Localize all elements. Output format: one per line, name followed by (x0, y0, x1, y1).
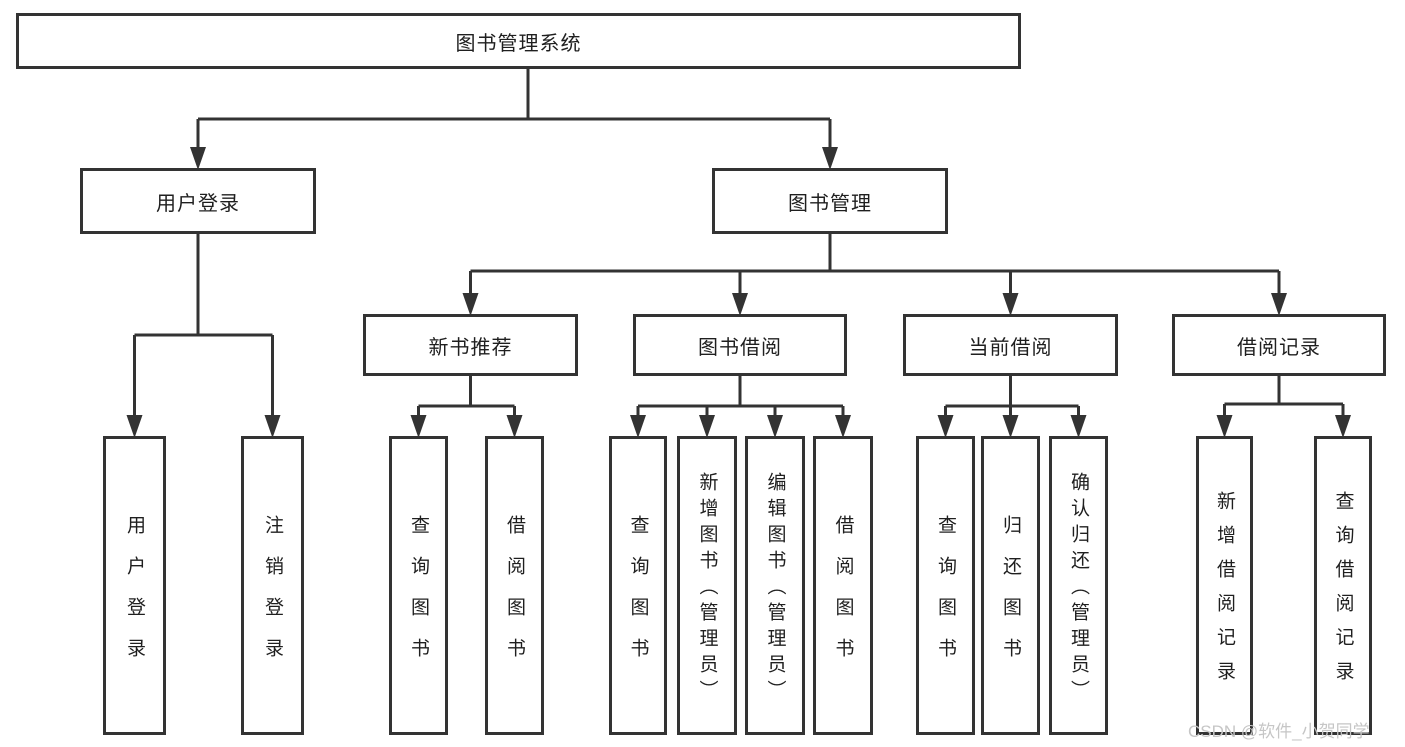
node-leaf-return-book: 归还图书 (981, 436, 1040, 735)
node-label: 查询借阅记录 (1332, 491, 1354, 695)
node-label: 图书借阅 (698, 336, 782, 359)
node-leaf-search-book-borrow: 查询图书 (609, 436, 667, 735)
node-label: 归还图书 (1000, 514, 1021, 679)
node-book-borrowing: 图书借阅 (633, 314, 847, 376)
node-user-login: 用户登录 (80, 168, 316, 234)
node-label: 新书推荐 (428, 336, 513, 359)
node-leaf-search-book-rec: 查询图书 (389, 436, 448, 735)
node-label: 图书管理系统 (455, 32, 582, 55)
node-label: 确认归还（管理员） (1068, 472, 1089, 706)
node-label: 用户登录 (156, 192, 240, 215)
node-leaf-add-book-admin: 新增图书（管理员） (677, 436, 737, 735)
node-borrowing-records: 借阅记录 (1172, 314, 1386, 376)
node-label: 借阅图书 (504, 514, 525, 679)
csdn-watermark: CSDN @软件_小贺同学 (1188, 722, 1370, 741)
node-label: 新增图书（管理员） (696, 472, 718, 706)
node-label: 编辑图书（管理员） (764, 472, 786, 706)
node-leaf-confirm-return: 确认归还（管理员） (1049, 436, 1108, 735)
node-label: 查询图书 (627, 514, 649, 679)
node-leaf-edit-book-admin: 编辑图书（管理员） (745, 436, 805, 735)
node-leaf-search-book-current: 查询图书 (916, 436, 975, 735)
node-label: 查询图书 (408, 514, 429, 679)
node-leaf-add-borrow-record: 新增借阅记录 (1196, 436, 1253, 735)
node-book-management: 图书管理 (712, 168, 948, 234)
node-root: 图书管理系统 (16, 13, 1021, 69)
node-leaf-user-login: 用户登录 (103, 436, 166, 735)
node-label: 当前借阅 (968, 336, 1053, 359)
node-label: 借阅图书 (832, 514, 854, 679)
node-label: 新增借阅记录 (1214, 491, 1235, 695)
node-leaf-search-borrow-record: 查询借阅记录 (1314, 436, 1372, 735)
node-label: 借阅记录 (1237, 336, 1321, 359)
node-label: 注销登录 (262, 514, 283, 679)
node-new-book-recommend: 新书推荐 (363, 314, 578, 376)
node-leaf-borrow-book: 借阅图书 (813, 436, 873, 735)
node-label: 查询图书 (935, 514, 956, 679)
node-leaf-logout: 注销登录 (241, 436, 304, 735)
node-label: 图书管理 (788, 192, 872, 215)
node-leaf-borrow-book-rec: 借阅图书 (485, 436, 544, 735)
node-label: 用户登录 (124, 514, 145, 679)
node-current-borrowing: 当前借阅 (903, 314, 1118, 376)
